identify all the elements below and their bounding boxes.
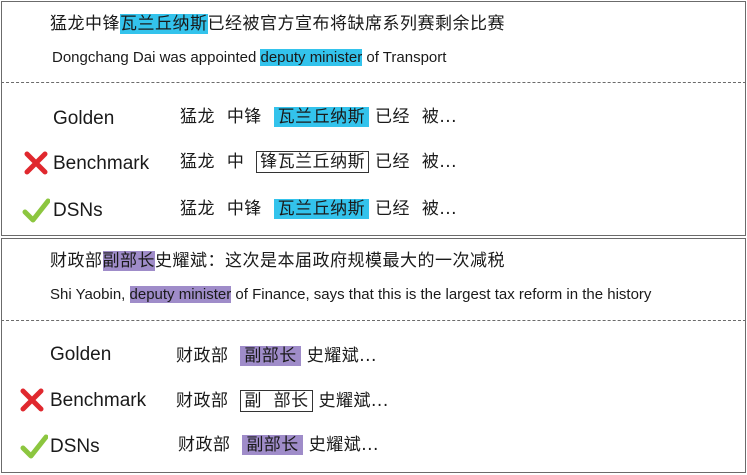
entity-highlight: 瓦兰丘纳斯 xyxy=(120,14,208,34)
entity-highlight: 副部长 xyxy=(102,251,155,271)
entity-span: 瓦兰丘纳斯 xyxy=(273,199,370,219)
example-2-separator xyxy=(1,320,746,321)
row-label-golden: Golden xyxy=(53,108,115,129)
example-2-panel xyxy=(1,238,746,473)
entity-span: 副 部长 xyxy=(240,390,313,412)
segmentation-golden-2: 财政部 副部长 史耀斌... xyxy=(176,346,377,366)
example-1-chinese-sentence: 猛龙中锋瓦兰丘纳斯已经被官方宣布将缺席系列赛剩余比赛 xyxy=(50,14,505,34)
example-1-panel xyxy=(1,1,746,236)
row-label-dsns-2: DSNs xyxy=(50,436,100,457)
entity-span: 副部长 xyxy=(240,346,301,366)
entity-span: 副部长 xyxy=(242,435,303,455)
example-1-english-sentence: Dongchang Dai was appointed deputy minis… xyxy=(52,49,447,66)
row-label-benchmark: Benchmark xyxy=(53,153,150,174)
entity-span: 锋瓦兰丘纳斯 xyxy=(256,151,370,173)
red-x-icon xyxy=(24,151,48,175)
example-1-separator xyxy=(1,82,746,83)
segmentation-benchmark: 猛龙 中 锋瓦兰丘纳斯 已经 被... xyxy=(180,151,458,173)
row-label-dsns: DSNs xyxy=(53,200,103,221)
entity-highlight: deputy minister xyxy=(260,49,363,66)
segmentation-benchmark-2: 财政部 副 部长 史耀斌... xyxy=(176,390,389,412)
segmentation-dsns: 猛龙 中锋 瓦兰丘纳斯 已经 被... xyxy=(180,199,458,219)
segmentation-golden: 猛龙 中锋 瓦兰丘纳斯 已经 被... xyxy=(180,107,458,127)
example-2-english-sentence: Shi Yaobin, deputy minister of Finance, … xyxy=(50,286,652,303)
row-label-benchmark-2: Benchmark xyxy=(50,390,147,411)
green-check-icon xyxy=(20,434,48,459)
row-label-golden-2: Golden xyxy=(50,344,112,365)
entity-span: 瓦兰丘纳斯 xyxy=(273,107,370,127)
entity-highlight: deputy minister xyxy=(129,286,232,303)
segmentation-dsns-2: 财政部 副部长 史耀斌... xyxy=(178,435,379,455)
example-2-chinese-sentence: 财政部副部长史耀斌：这次是本届政府规模最大的一次减税 xyxy=(50,251,505,271)
red-x-icon xyxy=(20,388,44,412)
green-check-icon xyxy=(22,198,50,223)
